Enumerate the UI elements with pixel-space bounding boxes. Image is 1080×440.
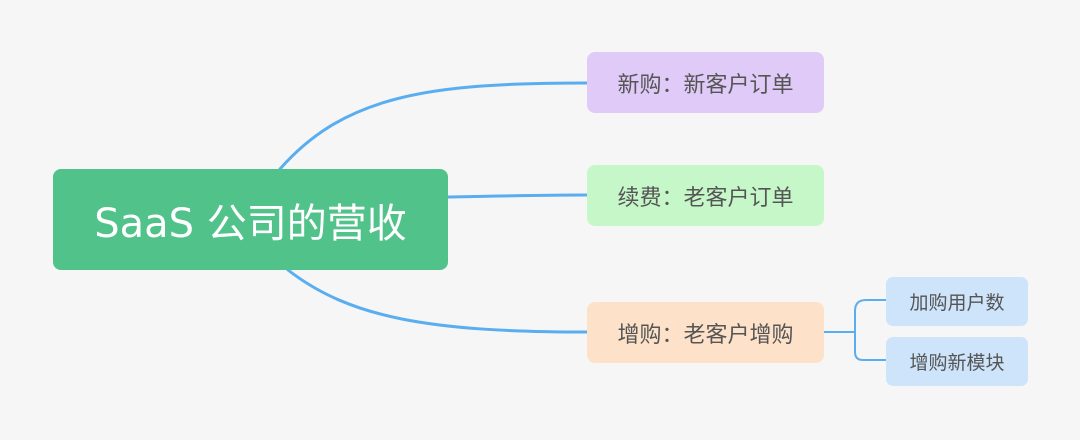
- branch-renewal-label: 续费：老客户订单: [617, 185, 794, 211]
- root-node: SaaS 公司的营收: [53, 169, 448, 270]
- connector-root-to-renew: [446, 193, 589, 199]
- branch-new-purchase: 新购：新客户订单: [587, 52, 824, 113]
- branch-renewal: 续费：老客户订单: [587, 165, 824, 226]
- leaf-add-users-label: 加购用户数: [909, 292, 1005, 314]
- branch-new-purchase-label: 新购：新客户订单: [617, 72, 794, 98]
- connector-expand-to-leaves: [822, 299, 887, 361]
- connector-root-to-expand: [286, 268, 589, 334]
- connector-root-to-new: [278, 81, 589, 171]
- branch-expansion: 增购：老客户增购: [587, 302, 824, 363]
- root-label: SaaS 公司的营收: [94, 200, 407, 247]
- leaf-new-modules-label: 增购新模块: [909, 352, 1005, 374]
- branch-expansion-label: 增购：老客户增购: [617, 322, 794, 348]
- leaf-add-users: 加购用户数: [886, 277, 1028, 326]
- leaf-new-modules: 增购新模块: [886, 337, 1028, 386]
